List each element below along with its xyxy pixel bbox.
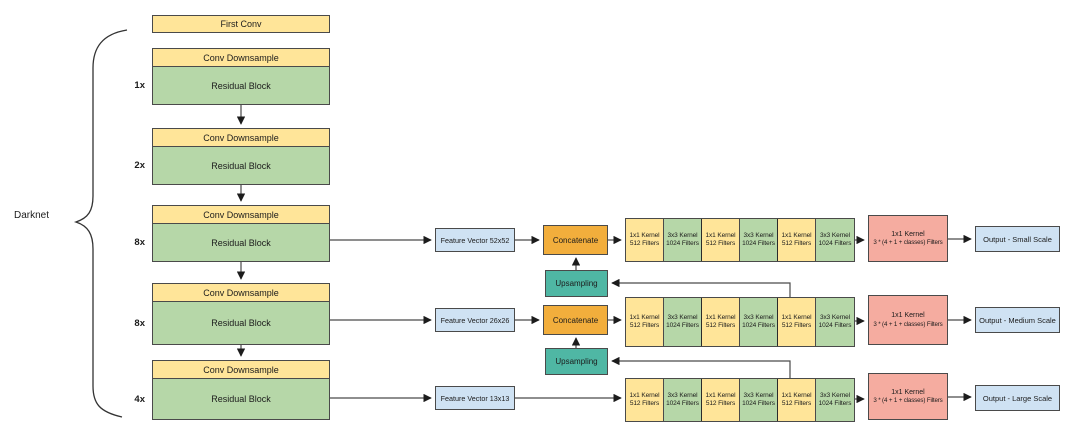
feature-vector-26x26-box: Feature Vector 26x26 bbox=[435, 308, 515, 332]
residual-block-body: Residual Block bbox=[153, 67, 329, 104]
conv-downsample-header: Conv Downsample bbox=[153, 129, 329, 147]
output-large-scale-box: Output - Large Scale bbox=[975, 385, 1060, 411]
upsampling-box: Upsampling bbox=[545, 348, 608, 375]
upsampling-box: Upsampling bbox=[545, 270, 608, 297]
concatenate-box: Concatenate bbox=[543, 305, 608, 335]
block-multiplier: 1x bbox=[134, 80, 145, 91]
backbone-block-4: 8x Conv Downsample Residual Block bbox=[134, 283, 330, 345]
feature-vector-52x52-box: Feature Vector 52x52 bbox=[435, 228, 515, 252]
concatenate-box: Concatenate bbox=[543, 225, 608, 255]
backbone-block-1: 1x Conv Downsample Residual Block bbox=[134, 48, 330, 105]
first-conv-box: First Conv bbox=[152, 15, 330, 33]
conv-downsample-header: Conv Downsample bbox=[153, 49, 329, 67]
backbone-block-2: 2x Conv Downsample Residual Block bbox=[134, 128, 330, 185]
detector-conv-box-medium: 1x1 Kernel 3 * (4 + 1 + classes) Filters bbox=[868, 295, 948, 345]
detector-conv-box-large: 1x1 Kernel 3 * (4 + 1 + classes) Filters bbox=[868, 373, 948, 420]
residual-block-body: Residual Block bbox=[153, 302, 329, 344]
conv-downsample-header: Conv Downsample bbox=[153, 206, 329, 224]
residual-block-body: Residual Block bbox=[153, 379, 329, 419]
block-multiplier: 2x bbox=[134, 160, 145, 171]
block-multiplier: 8x bbox=[134, 237, 145, 248]
detector-conv-box-small: 1x1 Kernel 3 * (4 + 1 + classes) Filters bbox=[868, 215, 948, 262]
backbone-block-5: 4x Conv Downsample Residual Block bbox=[134, 360, 330, 420]
residual-block-body: Residual Block bbox=[153, 147, 329, 184]
conv-downsample-header: Conv Downsample bbox=[153, 361, 329, 379]
darknet-label: Darknet bbox=[14, 210, 50, 221]
output-small-scale-box: Output - Small Scale bbox=[975, 226, 1060, 252]
conv-downsample-header: Conv Downsample bbox=[153, 284, 329, 302]
residual-block-body: Residual Block bbox=[153, 224, 329, 261]
backbone-block-3: 8x Conv Downsample Residual Block bbox=[134, 205, 330, 262]
output-medium-scale-box: Output - Medium Scale bbox=[975, 307, 1060, 333]
block-multiplier: 4x bbox=[134, 393, 145, 405]
feature-vector-13x13-box: Feature Vector 13x13 bbox=[435, 386, 515, 410]
block-multiplier: 8x bbox=[134, 317, 145, 329]
darknet-brace bbox=[73, 29, 128, 418]
